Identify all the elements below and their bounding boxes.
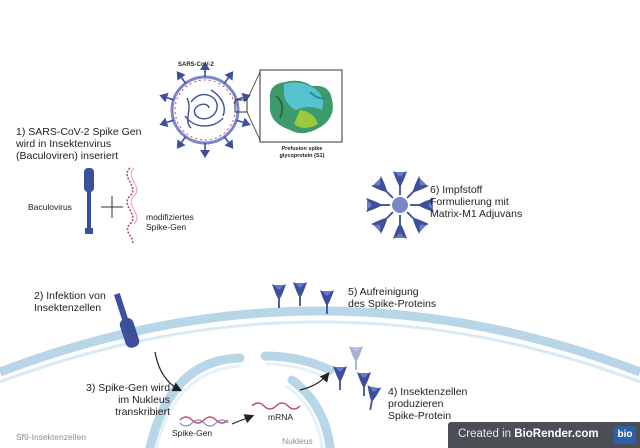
step3-text: 3) Spike-Gen wird im Nukleus transkribie…: [86, 382, 171, 418]
spike-gene-label: Spike-Gen: [172, 428, 213, 438]
plus-icon: [101, 196, 123, 218]
baculovirus-icon: [84, 168, 94, 234]
sars-cov-2-label: SARS-CoV-2: [178, 62, 214, 68]
protein-caption: Prefusion spike glycoprotein (S1): [279, 146, 325, 159]
spike-gene-dna: [179, 416, 229, 427]
infecting-baculovirus-icon: [113, 292, 140, 348]
zoom-indicator: [234, 71, 261, 141]
step2-text: 2) Infektion von Insektenzellen: [34, 290, 106, 314]
brand-name: BioRender.com: [514, 428, 599, 440]
spike-protein-structure: [259, 69, 343, 143]
modified-gene-label: modifiziertes Spike-Gen: [146, 212, 194, 232]
sars-cov-2-virus: [157, 61, 253, 159]
produced-spike-proteins: [332, 345, 383, 412]
biorender-badge[interactable]: Created in BioRender.com bio: [448, 422, 640, 448]
vaccine-nanoparticle: [365, 170, 435, 240]
mrna-strand: [251, 402, 301, 410]
flow-arrows: [154, 351, 330, 425]
mrna-label: mRNA: [268, 412, 294, 422]
step4-text: 4) Insektenzellen produzieren Spike-Prot…: [388, 386, 468, 422]
step5-text: 5) Aufreinigung des Spike-Proteins: [348, 286, 437, 310]
brand-prefix: Created in: [458, 428, 515, 440]
spike-gene-strand-icon: [126, 167, 138, 245]
biorender-logo-icon: bio: [614, 426, 636, 444]
nucleus-label: Nukleus: [282, 436, 313, 446]
cell-membrane: [0, 306, 640, 384]
biorender-text: Created in BioRender.com: [458, 428, 599, 440]
step6-text: 6) Impfstoff Formulierung mit Matrix-M1 …: [430, 184, 523, 220]
nucleus: [145, 351, 335, 448]
baculovirus-label: Baculovirus: [28, 202, 72, 212]
step1-text: 1) SARS-CoV-2 Spike Gen wird in Insekten…: [16, 126, 142, 162]
cell-label: Sf9-Insektenzellen: [16, 432, 86, 442]
